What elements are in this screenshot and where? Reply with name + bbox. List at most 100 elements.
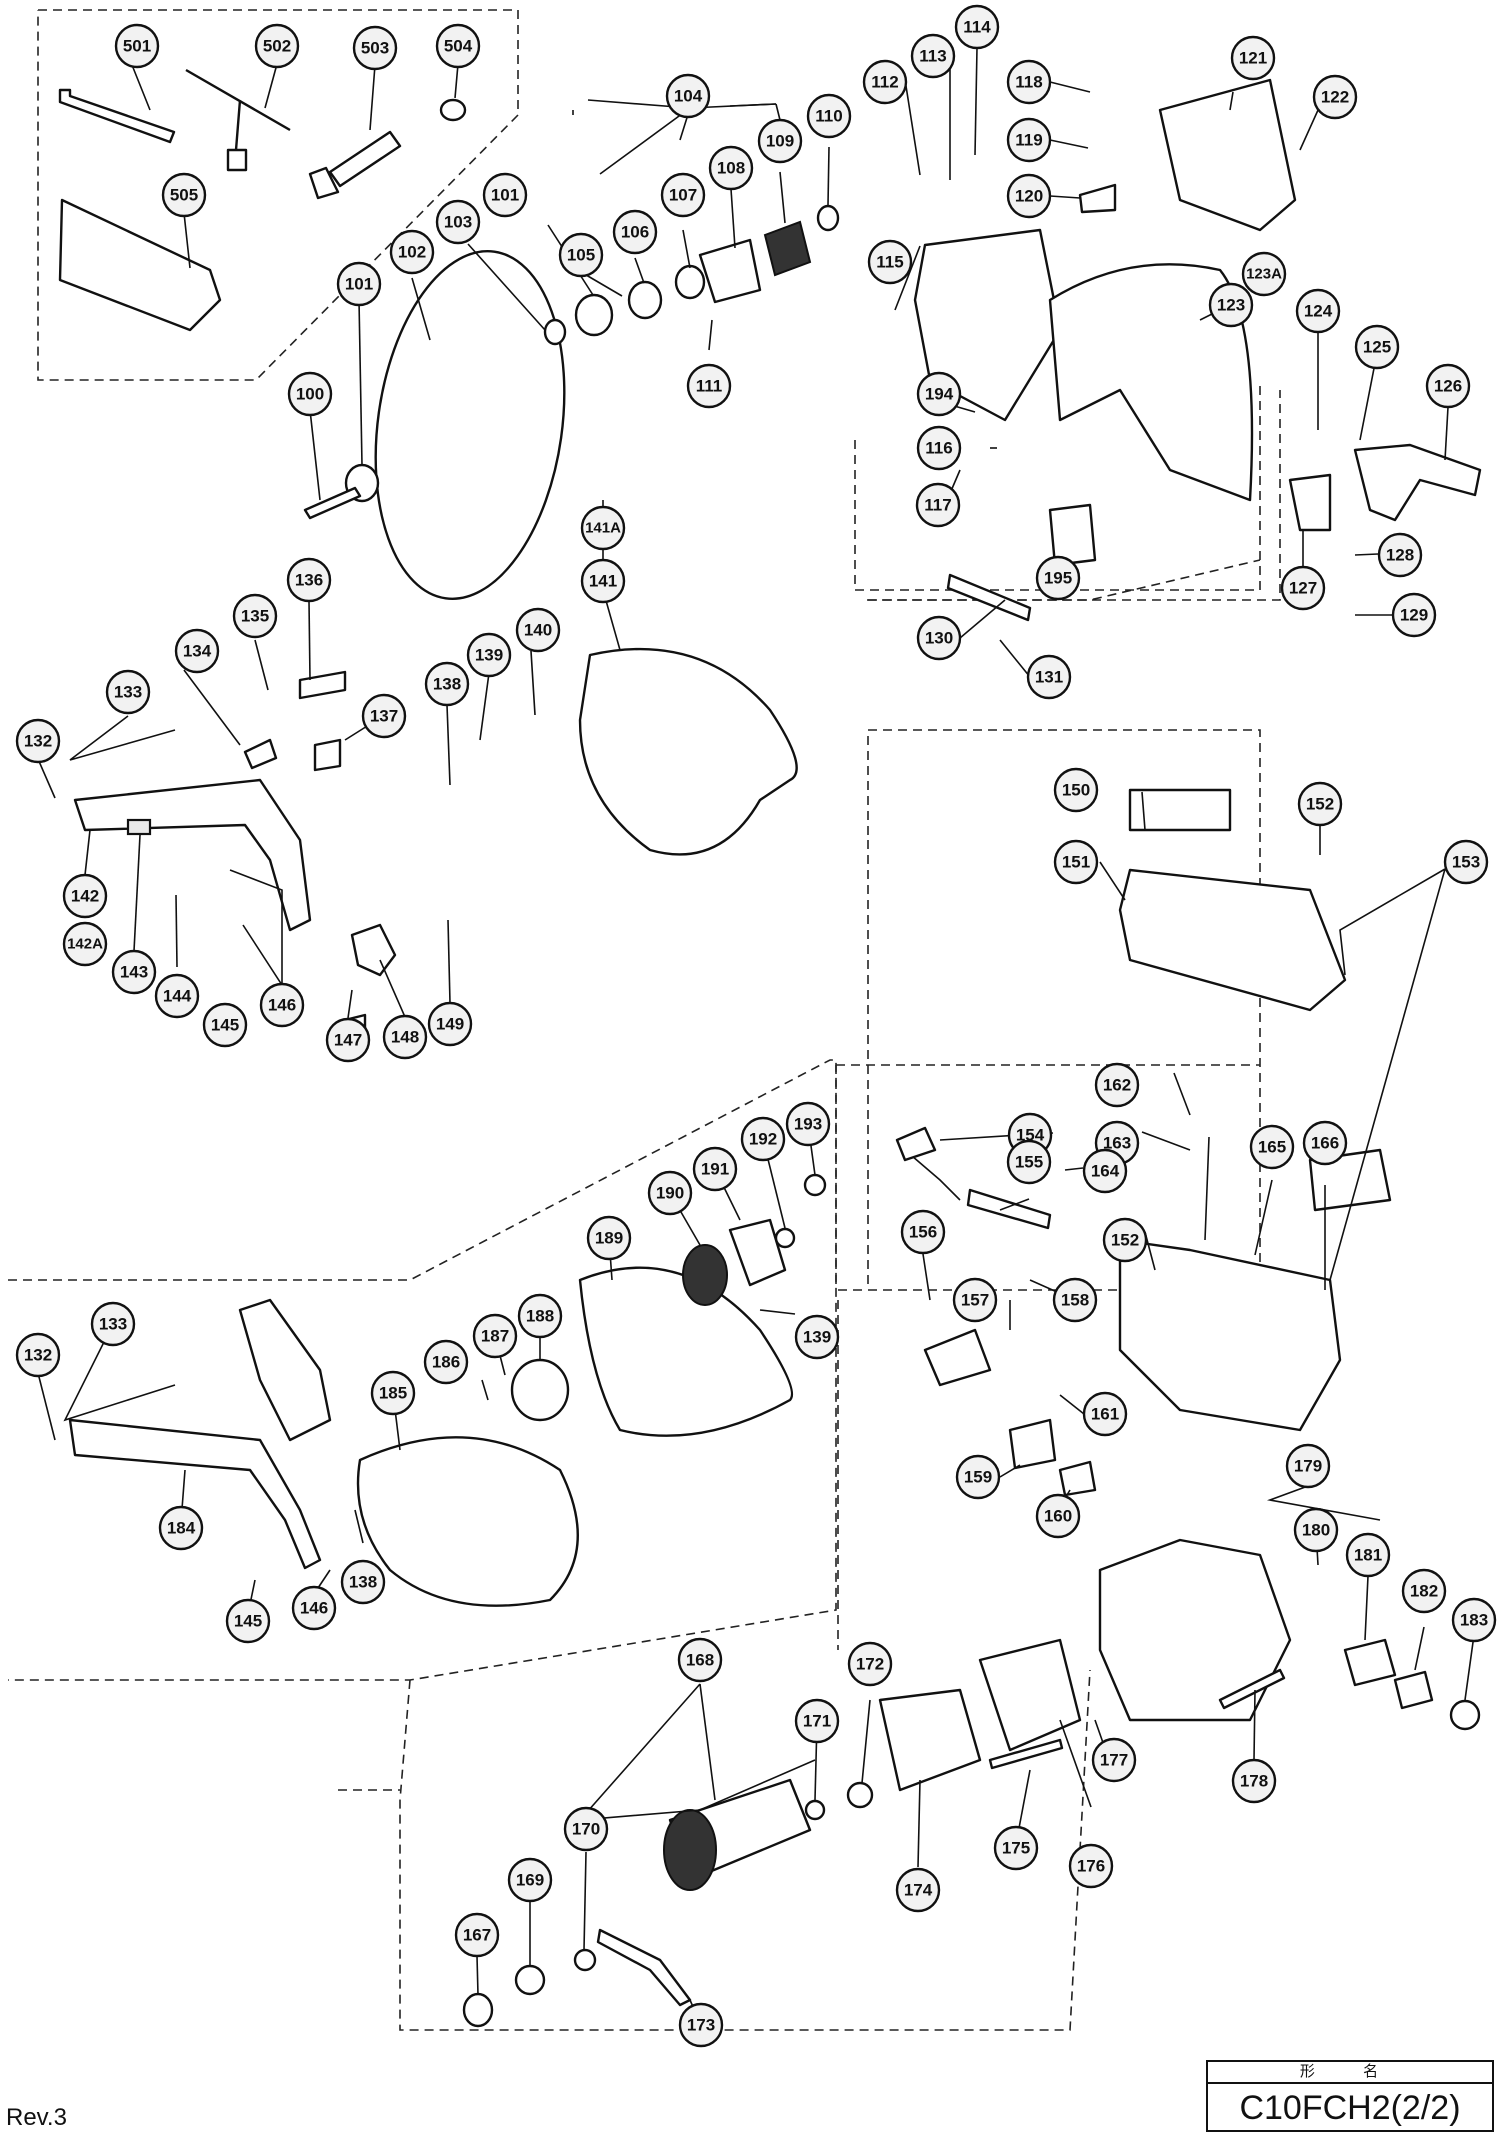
ring-167 bbox=[462, 1992, 494, 2028]
svg-text:162: 162 bbox=[1103, 1076, 1131, 1095]
svg-text:160: 160 bbox=[1044, 1507, 1072, 1526]
plug-154 bbox=[895, 1126, 937, 1162]
svg-text:133: 133 bbox=[114, 683, 142, 702]
noise-suppressor-160 bbox=[1058, 1460, 1097, 1497]
svg-text:186: 186 bbox=[432, 1353, 460, 1372]
callout-106: 106 bbox=[612, 209, 658, 255]
svg-text:113: 113 bbox=[919, 47, 946, 66]
callout-113: 113 bbox=[910, 33, 956, 79]
callout-174: 174 bbox=[895, 1867, 941, 1913]
motor-housing-179 bbox=[1098, 1538, 1292, 1722]
svg-text:168: 168 bbox=[686, 1651, 714, 1670]
callout-151: 151 bbox=[1053, 839, 1099, 885]
svg-text:127: 127 bbox=[1289, 579, 1317, 598]
svg-text:118: 118 bbox=[1015, 73, 1042, 92]
saw-blade-102 bbox=[374, 250, 566, 600]
svg-text:151: 151 bbox=[1062, 853, 1090, 872]
svg-text:188: 188 bbox=[526, 1307, 554, 1326]
revision-label: Rev.3 bbox=[6, 2104, 67, 2131]
svg-text:110: 110 bbox=[815, 107, 842, 126]
callout-145-bottom: 145 bbox=[225, 1598, 271, 1644]
callout-111: 111 bbox=[686, 363, 732, 409]
svg-text:164: 164 bbox=[1091, 1162, 1120, 1181]
callout-143: 143 bbox=[111, 949, 157, 995]
svg-text:171: 171 bbox=[803, 1712, 831, 1731]
callout-104: 104 bbox=[665, 73, 711, 119]
spring-120 bbox=[1078, 183, 1117, 214]
stator-176 bbox=[978, 1638, 1082, 1752]
svg-text:141: 141 bbox=[589, 572, 617, 591]
callout-148: 148 bbox=[382, 1014, 428, 1060]
callout-138-top: 138 bbox=[424, 661, 470, 707]
svg-text:116: 116 bbox=[925, 439, 952, 458]
callout-149: 149 bbox=[427, 1001, 473, 1047]
svg-text:139: 139 bbox=[475, 646, 503, 665]
callout-141A: 141A bbox=[580, 505, 626, 551]
callout-152-mid: 152 bbox=[1102, 1217, 1148, 1263]
callout-183: 183 bbox=[1451, 1597, 1497, 1643]
svg-text:156: 156 bbox=[909, 1223, 937, 1242]
handle-121 bbox=[1158, 78, 1297, 232]
callout-105: 105 bbox=[558, 232, 604, 278]
nut-193 bbox=[803, 1173, 827, 1197]
callout-107: 107 bbox=[660, 172, 706, 218]
svg-text:119: 119 bbox=[1015, 131, 1042, 150]
callout-138-bottom: 138 bbox=[340, 1559, 386, 1605]
svg-text:109: 109 bbox=[766, 132, 794, 151]
callout-layer: 501 502 503 504 505 100 101 102 103 101 … bbox=[15, 4, 1497, 2048]
callout-150: 150 bbox=[1053, 767, 1099, 813]
callout-139-top: 139 bbox=[466, 632, 512, 678]
callout-132-bottom: 132 bbox=[15, 1332, 61, 1378]
svg-text:121: 121 bbox=[1239, 49, 1267, 68]
callout-189: 189 bbox=[586, 1215, 632, 1261]
callout-179: 179 bbox=[1285, 1443, 1331, 1489]
callout-133-bottom: 133 bbox=[90, 1301, 136, 1347]
bolt-100 bbox=[303, 486, 362, 520]
svg-text:122: 122 bbox=[1321, 88, 1349, 107]
svg-text:145: 145 bbox=[234, 1612, 262, 1631]
callout-101-left: 101 bbox=[336, 261, 382, 307]
svg-text:131: 131 bbox=[1035, 668, 1063, 687]
svg-text:173: 173 bbox=[687, 2016, 715, 2035]
callout-188: 188 bbox=[517, 1293, 563, 1339]
svg-text:184: 184 bbox=[167, 1519, 196, 1538]
svg-text:133: 133 bbox=[99, 1315, 127, 1334]
svg-text:125: 125 bbox=[1363, 338, 1391, 357]
svg-text:172: 172 bbox=[856, 1655, 884, 1674]
callout-120: 120 bbox=[1006, 173, 1052, 219]
callout-502: 502 bbox=[254, 23, 300, 69]
svg-text:114: 114 bbox=[963, 18, 991, 37]
callout-191: 191 bbox=[692, 1146, 738, 1192]
callout-186: 186 bbox=[423, 1339, 469, 1385]
svg-text:136: 136 bbox=[295, 571, 323, 590]
svg-text:176: 176 bbox=[1077, 1857, 1105, 1876]
callout-172: 172 bbox=[847, 1641, 893, 1687]
svg-text:143: 143 bbox=[120, 963, 148, 982]
svg-text:165: 165 bbox=[1258, 1138, 1286, 1157]
svg-text:140: 140 bbox=[524, 621, 552, 640]
model-name: C10FCH2(2/2) bbox=[1239, 2089, 1461, 2127]
svg-text:157: 157 bbox=[961, 1291, 989, 1310]
callout-102: 102 bbox=[389, 229, 435, 275]
washer-504 bbox=[439, 98, 467, 122]
callout-121: 121 bbox=[1230, 35, 1276, 81]
terminal-159 bbox=[1008, 1418, 1057, 1470]
cover-150 bbox=[1128, 788, 1232, 832]
svg-text:129: 129 bbox=[1400, 606, 1428, 625]
gear-109 bbox=[763, 220, 812, 277]
svg-text:112: 112 bbox=[871, 73, 898, 92]
callout-146-top: 146 bbox=[259, 982, 305, 1028]
callout-119: 119 bbox=[1006, 117, 1052, 163]
callout-192: 192 bbox=[740, 1116, 786, 1162]
svg-text:108: 108 bbox=[717, 159, 745, 178]
callout-167: 167 bbox=[454, 1912, 500, 1958]
callout-161: 161 bbox=[1082, 1391, 1128, 1437]
carbon-brush-182 bbox=[1393, 1670, 1434, 1710]
washer-171 bbox=[804, 1799, 826, 1821]
brush-spring-173 bbox=[596, 1928, 692, 2007]
callout-195: 195 bbox=[1035, 555, 1081, 601]
svg-text:503: 503 bbox=[361, 39, 389, 58]
base-153 bbox=[1118, 1238, 1342, 1432]
callout-100: 100 bbox=[287, 371, 333, 417]
lower-guard-141 bbox=[578, 647, 798, 856]
